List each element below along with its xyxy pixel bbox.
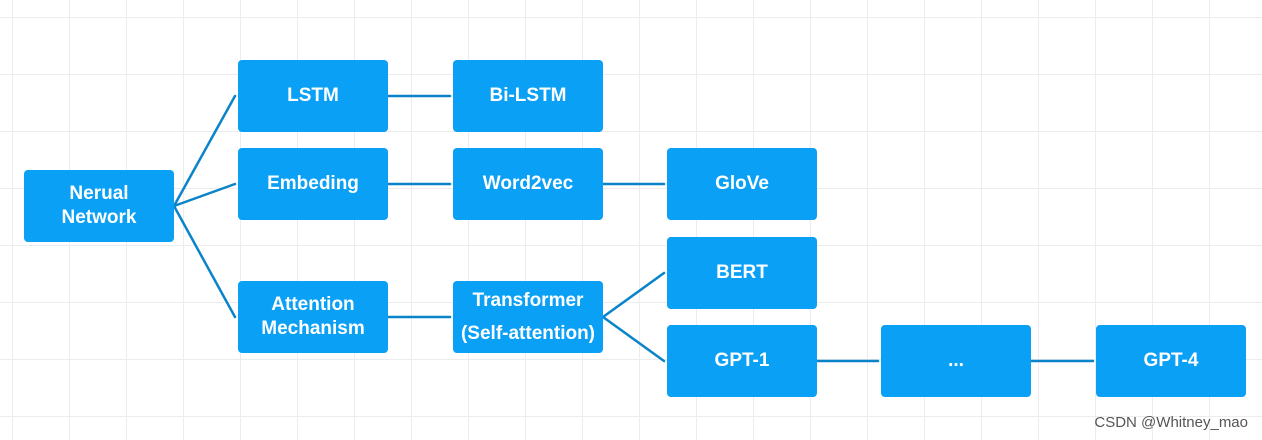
node-glove[interactable]: GloVe	[667, 148, 817, 220]
node-label: GPT-1	[714, 350, 770, 371]
node-bi-lstm[interactable]: Bi-LSTM	[453, 60, 603, 132]
connector-transformer-to-gpt1	[601, 315, 666, 363]
node-embeding[interactable]: Embeding	[238, 148, 388, 220]
connector-transformer-to-bert	[601, 271, 666, 319]
watermark: CSDN @Whitney_mao	[1094, 414, 1248, 431]
node-neural-network[interactable]: Nerual Network	[24, 170, 174, 242]
node-lstm[interactable]: LSTM	[238, 60, 388, 132]
node-gpt-4[interactable]: GPT-4	[1096, 325, 1246, 397]
node-label: Embeding	[267, 173, 359, 194]
node-label: ...	[948, 350, 964, 371]
connector-neural_network-to-embeding	[172, 182, 237, 208]
connector-neural_network-to-attention	[172, 204, 237, 319]
node-word2vec[interactable]: Word2vec	[453, 148, 603, 220]
node-attention-mechanism[interactable]: Attention Mechanism	[238, 281, 388, 353]
node-label: LSTM	[287, 85, 339, 106]
node-transformer[interactable]: Transformer (Self-attention)	[453, 281, 603, 353]
node-label: GloVe	[715, 173, 769, 194]
node-bert[interactable]: BERT	[667, 237, 817, 309]
node-label: Word2vec	[482, 173, 574, 194]
node-label: GPT-4	[1143, 350, 1199, 371]
node-label: Attention Mechanism	[261, 294, 365, 339]
node-label: Nerual Network	[61, 183, 137, 228]
node-label: Transformer (Self-attention)	[460, 290, 596, 344]
node-label: Bi-LSTM	[489, 85, 567, 106]
node-gpt-1[interactable]: GPT-1	[667, 325, 817, 397]
connector-neural_network-to-lstm	[172, 94, 237, 208]
node-ellipsis[interactable]: ...	[881, 325, 1031, 397]
node-label: BERT	[716, 262, 768, 283]
